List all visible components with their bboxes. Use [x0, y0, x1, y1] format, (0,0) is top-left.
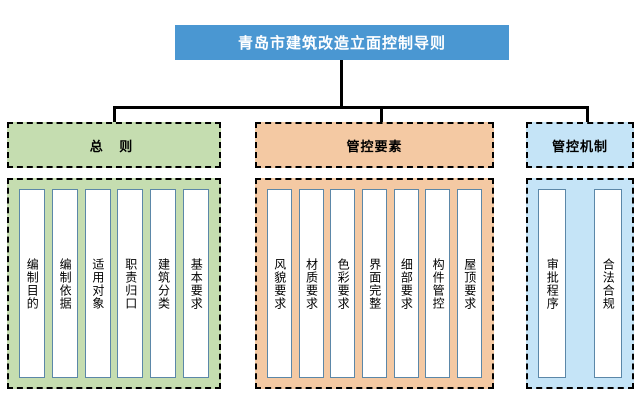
- list-item: 界面完整: [361, 189, 387, 378]
- section-header-control-mechanism: 管控机制: [526, 122, 634, 168]
- connector-branch-control-elements: [380, 106, 383, 123]
- list-item: 基本要求: [182, 189, 209, 378]
- connector-branch-control-mechanism: [586, 106, 589, 123]
- list-item: 细部要求: [393, 189, 419, 378]
- section-body-general-principles: 编制目的 编制依据 适用对象 职责归口 建筑分类 基本要求: [7, 178, 221, 389]
- list-item: 编制依据: [51, 189, 78, 378]
- list-item: 编制目的: [19, 189, 45, 378]
- connector-horizontal-bus: [113, 106, 589, 109]
- section-header-general-principles: 总 则: [7, 122, 221, 168]
- list-item: 构件管控: [425, 189, 451, 378]
- section-body-control-elements: 风貌要求 材质要求 色彩要求 界面完整 细部要求 构件管控 屋顶要求: [255, 178, 494, 389]
- connector-branch-general-principles: [113, 106, 116, 123]
- list-item: 建筑分类: [150, 189, 177, 378]
- diagram-title: 青岛市建筑改造立面控制导则: [175, 25, 509, 60]
- list-item: 合法合规: [594, 189, 622, 378]
- list-item: 色彩要求: [330, 189, 356, 378]
- connector-trunk-vertical: [340, 60, 343, 108]
- list-item: 适用对象: [84, 189, 111, 378]
- list-item: 屋顶要求: [456, 189, 482, 378]
- list-item: 审批程序: [538, 189, 566, 378]
- section-body-control-mechanism: 审批程序 合法合规: [526, 178, 634, 389]
- list-item: 职责归口: [117, 189, 144, 378]
- list-item: 风貌要求: [267, 189, 292, 378]
- section-header-control-elements: 管控要素: [255, 122, 494, 168]
- list-item: 材质要求: [298, 189, 324, 378]
